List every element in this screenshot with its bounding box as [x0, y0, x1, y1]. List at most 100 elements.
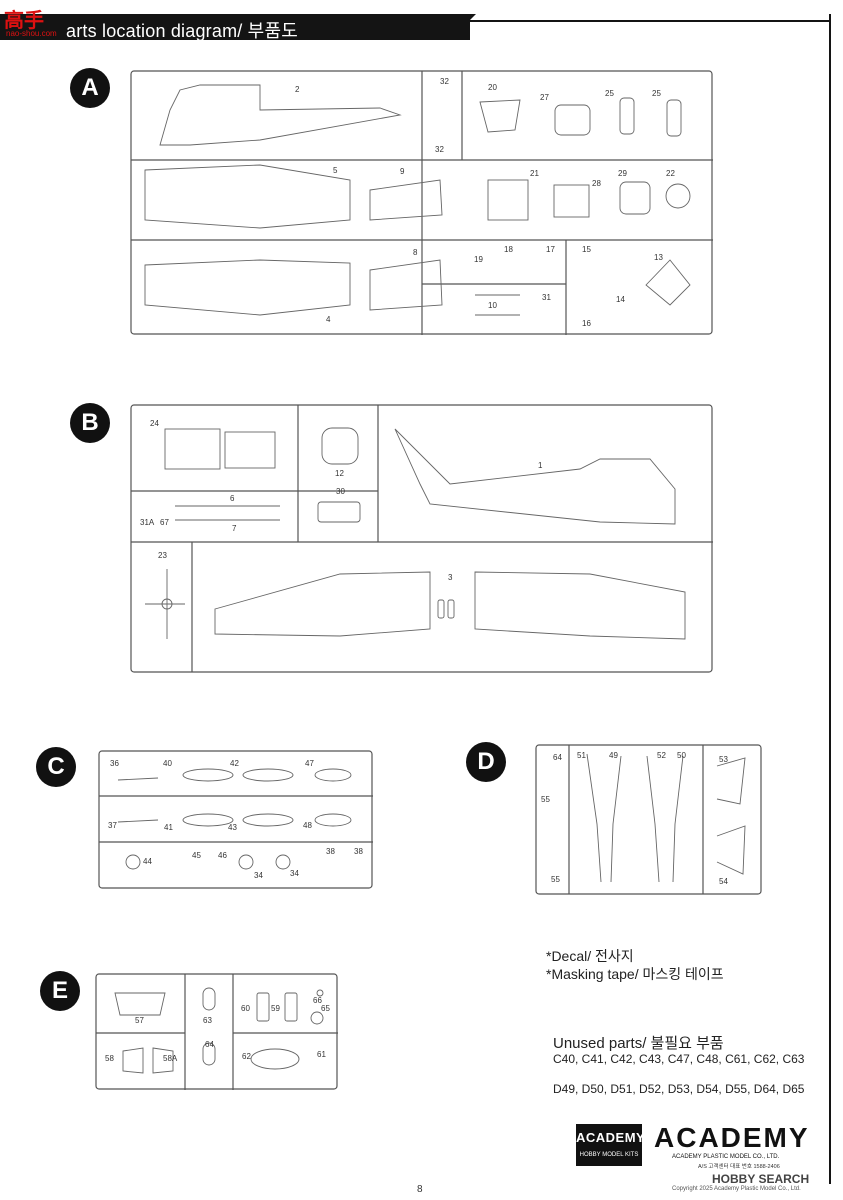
svg-text:38: 38	[326, 847, 335, 856]
svg-text:18: 18	[504, 245, 513, 254]
masking-tape-note: *Masking tape/ 마스킹 테이프	[546, 966, 724, 982]
svg-text:5: 5	[333, 166, 338, 175]
sprue-b-badge: B	[70, 403, 110, 443]
svg-text:14: 14	[616, 295, 625, 304]
svg-text:32: 32	[440, 77, 449, 86]
academy-box-subtitle: HOBBY MODEL KITS	[576, 1152, 642, 1158]
svg-text:21: 21	[530, 169, 539, 178]
sprue-d-badge: D	[466, 742, 506, 782]
header-bar-tail	[450, 14, 476, 40]
svg-text:44: 44	[143, 857, 152, 866]
sprue-a: 2 32 32 20 27 25 25 5 9 21 28 29 22 8 19 18 17 15 13 1…	[130, 70, 713, 335]
svg-text:52: 52	[657, 751, 666, 760]
svg-text:40: 40	[163, 759, 172, 768]
svg-text:50: 50	[677, 751, 686, 760]
svg-text:10: 10	[488, 301, 497, 310]
svg-text:7: 7	[232, 524, 237, 533]
svg-text:66: 66	[313, 996, 322, 1005]
svg-text:20: 20	[488, 83, 497, 92]
sprue-a-badge: A	[70, 68, 110, 108]
svg-text:6: 6	[230, 494, 235, 503]
svg-text:8: 8	[413, 248, 418, 257]
right-rule	[829, 14, 831, 1184]
svg-text:38: 38	[354, 847, 363, 856]
svg-text:30: 30	[336, 487, 345, 496]
sprue-b: 24 12 1 30 6 31A 67 7 23 3	[130, 404, 713, 673]
svg-text:53: 53	[719, 755, 728, 764]
header-bar	[0, 14, 470, 40]
svg-text:37: 37	[108, 821, 117, 830]
svg-text:61: 61	[317, 1050, 326, 1059]
sprue-c-badge: C	[36, 747, 76, 787]
svg-text:55: 55	[551, 875, 560, 884]
svg-text:9: 9	[400, 167, 405, 176]
svg-text:1: 1	[538, 461, 543, 470]
svg-text:24: 24	[150, 419, 159, 428]
svg-text:19: 19	[474, 255, 483, 264]
svg-text:58A: 58A	[163, 1054, 178, 1063]
svg-text:34: 34	[254, 871, 263, 880]
svg-text:15: 15	[582, 245, 591, 254]
svg-text:32: 32	[435, 145, 444, 154]
svg-text:13: 13	[654, 253, 663, 262]
svg-text:22: 22	[666, 169, 675, 178]
header-rule	[470, 20, 830, 22]
svg-text:55: 55	[541, 795, 550, 804]
svg-text:64: 64	[205, 1040, 214, 1049]
watermark-url: nao-shou.com	[6, 29, 57, 38]
academy-box-title: ACADEMY	[576, 1130, 646, 1145]
academy-logo-box: ACADEMY HOBBY MODEL KITS	[576, 1124, 646, 1166]
sprue-c: 36 40 42 47 37 41 43 48 44 45 46 34 34 38 38	[98, 750, 373, 889]
svg-text:28: 28	[592, 179, 601, 188]
svg-text:16: 16	[582, 319, 591, 328]
unused-parts-line-1: C40, C41, C42, C43, C47, C48, C61, C62, …	[553, 1052, 805, 1066]
svg-text:58: 58	[105, 1054, 114, 1063]
svg-text:17: 17	[546, 245, 555, 254]
svg-text:42: 42	[230, 759, 239, 768]
svg-text:67: 67	[160, 518, 169, 527]
page-title: arts location diagram/ 부품도	[66, 21, 298, 41]
svg-text:41: 41	[164, 823, 173, 832]
svg-text:48: 48	[303, 821, 312, 830]
svg-text:3: 3	[448, 573, 453, 582]
unused-parts-line-2: D49, D50, D51, D52, D53, D54, D55, D64, …	[553, 1082, 805, 1096]
page-header: arts location diagram/ 부품도	[0, 8, 843, 41]
svg-text:34: 34	[290, 869, 299, 878]
svg-text:23: 23	[158, 551, 167, 560]
svg-text:60: 60	[241, 1004, 250, 1013]
svg-text:59: 59	[271, 1004, 280, 1013]
sprue-d: 64 51 49 52 50 53 55 55 54	[535, 744, 762, 895]
academy-company: ACADEMY PLASTIC MODEL CO., LTD.	[672, 1154, 780, 1160]
svg-text:29: 29	[618, 169, 627, 178]
svg-text:43: 43	[228, 823, 237, 832]
svg-text:64: 64	[553, 753, 562, 762]
svg-text:2: 2	[295, 85, 300, 94]
svg-text:27: 27	[540, 93, 549, 102]
svg-text:36: 36	[110, 759, 119, 768]
decal-note: *Decal/ 전사지	[546, 948, 634, 964]
copyright: Copyright 2025 Academy Plastic Model Co.…	[672, 1186, 801, 1192]
svg-text:54: 54	[719, 877, 728, 886]
svg-text:25: 25	[652, 89, 661, 98]
sprue-e-badge: E	[40, 971, 80, 1011]
page-number: 8	[417, 1184, 423, 1195]
svg-text:47: 47	[305, 759, 314, 768]
svg-text:51: 51	[577, 751, 586, 760]
svg-text:63: 63	[203, 1016, 212, 1025]
unused-parts-title: Unused parts/ 불필요 부품	[553, 1035, 724, 1052]
svg-text:25: 25	[605, 89, 614, 98]
svg-text:49: 49	[609, 751, 618, 760]
svg-text:46: 46	[218, 851, 227, 860]
svg-text:57: 57	[135, 1016, 144, 1025]
watermark-logo: 高手	[4, 10, 44, 32]
svg-text:62: 62	[242, 1052, 251, 1061]
academy-wordmark: ACADEMY	[654, 1122, 810, 1153]
svg-text:65: 65	[321, 1004, 330, 1013]
svg-text:12: 12	[335, 469, 344, 478]
svg-text:4: 4	[326, 315, 331, 324]
svg-text:31: 31	[542, 293, 551, 302]
svg-text:31A: 31A	[140, 518, 155, 527]
svg-text:45: 45	[192, 851, 201, 860]
hobby-search-watermark: HOBBY SEARCH	[712, 1172, 810, 1186]
